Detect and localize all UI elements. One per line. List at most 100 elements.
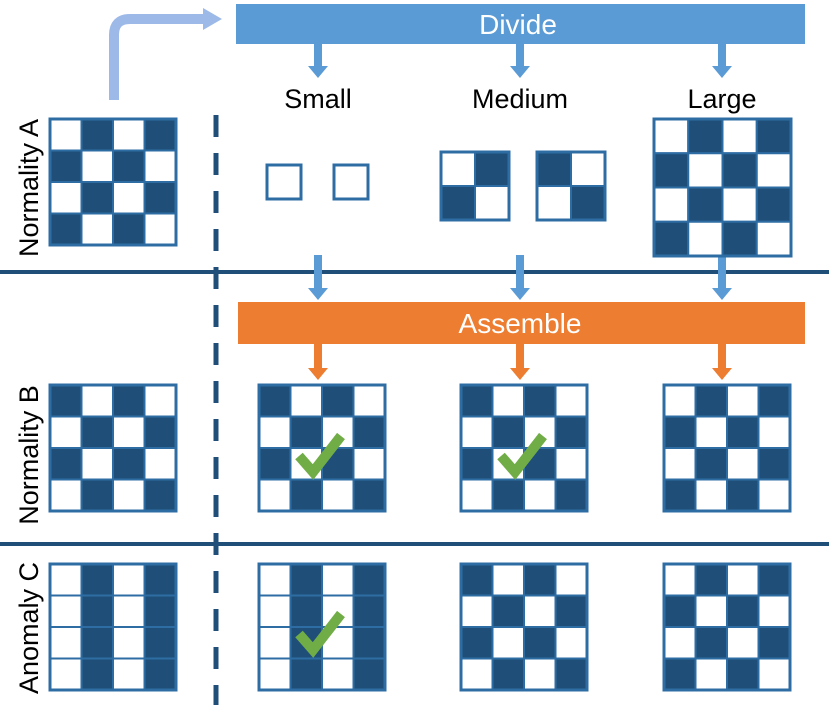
check-icon [295,610,345,658]
grid-cell [143,149,177,183]
arrow-shaft [314,344,322,370]
grid-cell [143,478,177,512]
grid-cell [554,563,588,597]
arrow-shaft [516,344,524,370]
grid-cell [258,415,292,449]
grid-cell [554,626,588,660]
grid-cell [143,415,177,449]
arrow-shaft [314,44,322,68]
arrow-shaft [516,255,524,290]
grid-cell [694,626,728,660]
grid-cell [112,478,146,512]
divide-arrow-medium [510,44,530,78]
grid-cell [491,657,525,691]
piece-small-2 [332,163,370,201]
grid-cell [80,478,114,512]
grid-cell [49,415,83,449]
grid-cell [663,626,697,660]
grid-border [257,383,387,513]
arrow-shaft [718,255,726,290]
grid-normality-b [48,383,178,513]
grid-cell [352,657,386,691]
grid-cell [258,563,292,597]
grid-cell [80,149,114,183]
grid-cell [554,415,588,449]
grid-cell [49,594,83,628]
grid-cell [143,384,177,418]
grid-cell [554,594,588,628]
grid-normality-a [48,117,178,247]
row-label-normality-b: Normality B [14,385,44,525]
grid-cell [460,626,494,660]
piece-small-1 [265,163,303,201]
assemble-label: Assemble [459,308,582,339]
grid-cell [721,220,758,257]
assembled-anomaly-c-small [257,562,387,692]
grid-cell [687,220,724,257]
grid-cell [694,594,728,628]
grid-cell [352,478,386,512]
grid-cell [694,657,728,691]
grid-cell [143,181,177,215]
grid-cell [112,384,146,418]
grid-cell [726,384,760,418]
assemble-bar [238,302,805,344]
grid-cell [143,447,177,481]
grid-cell [755,152,792,189]
grid-cell [554,447,588,481]
grid-cell [755,186,792,223]
grid-cell [112,212,146,246]
arrow-head [510,288,530,300]
grid-cell [694,478,728,512]
piece-cell [536,151,572,187]
grid-cell [523,657,557,691]
grid-cell [143,118,177,152]
assembled-normality-b-large [662,383,792,513]
grid-cell [352,415,386,449]
grid-cell [112,563,146,597]
grid-cell [258,478,292,512]
grid-cell [523,563,557,597]
assemble-input-arrow-medium [510,255,530,300]
grid-cell [49,478,83,512]
grid-cell [694,384,728,418]
grid-cell [352,447,386,481]
check-icon [497,432,547,480]
grid-cell [757,415,791,449]
grid-cell [112,447,146,481]
grid-cell [687,118,724,155]
grid-cell [143,212,177,246]
grid-cell [663,447,697,481]
arrow-head [712,368,732,380]
row-label-anomaly-c: Anomaly C [14,562,44,694]
grid-border [48,117,178,247]
piece-cell [474,151,510,187]
grid-border [662,383,792,513]
grid-cell [460,563,494,597]
grid-cell [258,626,292,660]
grid-cell [112,149,146,183]
grid-cell [721,118,758,155]
grid-cell [491,563,525,597]
grid-cell [757,563,791,597]
elbow-arrow-head [203,8,222,30]
piece-cell [333,164,369,200]
grid-cell [289,657,323,691]
grid-anomaly-c [48,562,178,692]
grid-cell [112,415,146,449]
piece-cell [536,185,572,221]
grid-cell [112,657,146,691]
grid-cell [726,594,760,628]
grid-cell [258,594,292,628]
assemble-output-arrow-large [712,344,732,380]
piece-border [535,150,607,222]
piece-border [439,150,511,222]
grid-cell [352,384,386,418]
grid-cell [49,181,83,215]
grid-cell [523,594,557,628]
grid-cell [112,181,146,215]
grid-cell [143,657,177,691]
grid-cell [554,478,588,512]
assemble-output-arrow-medium [510,344,530,380]
